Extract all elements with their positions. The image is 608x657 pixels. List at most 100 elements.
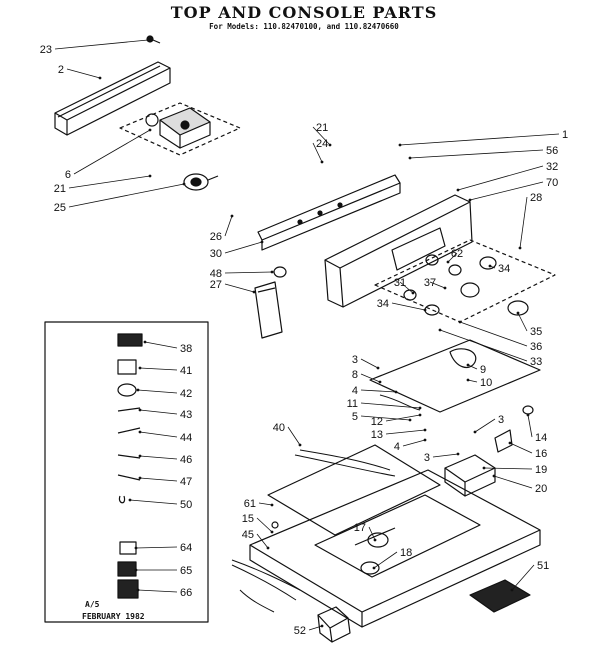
leader-arrowhead: [492, 474, 496, 478]
callout-38: 38: [143, 340, 192, 355]
callout-number: 37: [424, 277, 436, 289]
leader-line: [73, 129, 151, 175]
leader-arrowhead: [468, 198, 472, 202]
callout-5: 5: [352, 411, 412, 423]
leader-arrowhead: [98, 76, 102, 80]
leader-line: [385, 429, 426, 435]
leader-arrowhead: [146, 38, 150, 42]
part-52: [317, 606, 351, 643]
callout-2: 2: [58, 64, 102, 80]
callout-number: 41: [180, 365, 192, 377]
leader-arrowhead: [136, 588, 140, 592]
callout-32: 32: [456, 161, 558, 192]
leader-line: [439, 329, 528, 362]
callout-9: 9: [466, 363, 486, 376]
leader-arrowhead: [270, 530, 274, 534]
callout-3: 3: [424, 452, 460, 464]
leader-arrowhead: [443, 286, 447, 290]
callout-number: 3: [352, 354, 358, 366]
leader-line: [129, 499, 178, 505]
leader-line: [432, 453, 459, 458]
leader-arrowhead: [138, 408, 142, 412]
callout-number: 24: [316, 138, 328, 150]
callout-number: 47: [180, 476, 192, 488]
leader-line: [312, 126, 331, 146]
part-17-18: [354, 527, 396, 575]
leader-arrowhead: [466, 378, 470, 382]
leader-line: [224, 241, 263, 254]
callout-number: 28: [530, 192, 542, 204]
leader-line: [402, 439, 426, 447]
callout-64: 64: [134, 542, 192, 554]
callout-43: 43: [138, 408, 192, 421]
leader-arrowhead: [518, 246, 522, 250]
leader-line: [66, 68, 101, 79]
callout-15: 15: [242, 513, 274, 534]
callout-41: 41: [138, 365, 192, 377]
leader-line: [312, 142, 323, 163]
callout-16: 16: [508, 441, 547, 460]
callout-number: 26: [210, 231, 222, 243]
wire-harness: [231, 394, 421, 613]
callout-44: 44: [138, 430, 192, 444]
callout-number: 11: [347, 398, 358, 410]
callout-45: 45: [242, 529, 270, 550]
leader-arrowhead: [148, 174, 152, 178]
leader-line: [54, 39, 149, 50]
leader-arrowhead: [516, 311, 520, 315]
timer-bracket: [119, 102, 241, 156]
callout-14: 14: [526, 413, 547, 444]
leader-arrowhead: [376, 366, 380, 370]
callout-35: 35: [516, 311, 542, 338]
callout-number: 15: [242, 513, 254, 525]
callout-number: 34: [498, 263, 510, 275]
leader-arrowhead: [320, 624, 324, 628]
callout-number: 19: [535, 464, 547, 476]
leader-arrowhead: [143, 340, 147, 344]
switch-bracket: [374, 227, 556, 323]
callout-70: 70: [468, 177, 558, 202]
callout-61: 61: [244, 498, 274, 510]
callout-number: 9: [480, 364, 486, 376]
callout-number: 64: [180, 542, 192, 554]
leader-arrowhead: [182, 182, 186, 186]
leader-line: [373, 551, 398, 569]
callout-number: 34: [377, 298, 389, 310]
leader-arrowhead: [378, 380, 382, 384]
callout-3: 3: [352, 354, 380, 370]
callout-56: 56: [408, 145, 558, 160]
leader-arrowhead: [456, 188, 460, 192]
callout-12: 12: [371, 413, 422, 428]
leader-arrowhead: [266, 546, 270, 550]
leader-line: [474, 418, 496, 433]
callout-number: 66: [180, 587, 192, 599]
leader-line: [256, 517, 273, 533]
callout-25: 25: [54, 182, 186, 214]
leader-arrowhead: [128, 498, 132, 502]
callout-1: 1: [398, 129, 568, 147]
callout-number: 2: [58, 64, 64, 76]
callout-number: 62: [451, 248, 463, 260]
footer-code: A/5: [85, 600, 100, 609]
callout-number: 52: [294, 625, 306, 637]
leader-line: [399, 133, 560, 146]
callout-4: 4: [352, 385, 398, 397]
callout-number: 17: [354, 522, 366, 534]
leader-arrowhead: [508, 441, 512, 445]
callout-33: 33: [438, 328, 542, 368]
callout-number: 56: [546, 145, 558, 157]
leader-line: [457, 165, 544, 191]
callout-34: 34: [377, 298, 427, 312]
leader-arrowhead: [423, 438, 427, 442]
callout-37: 37: [424, 277, 447, 290]
callout-13: 13: [371, 428, 427, 441]
callout-65: 65: [134, 565, 192, 577]
part-48: [273, 266, 287, 278]
callout-31: 31: [394, 277, 415, 295]
leader-line: [287, 426, 301, 446]
leader-arrowhead: [372, 566, 376, 570]
part-14: [522, 405, 534, 415]
callout-10: 10: [466, 377, 492, 389]
callout-66: 66: [136, 587, 192, 599]
